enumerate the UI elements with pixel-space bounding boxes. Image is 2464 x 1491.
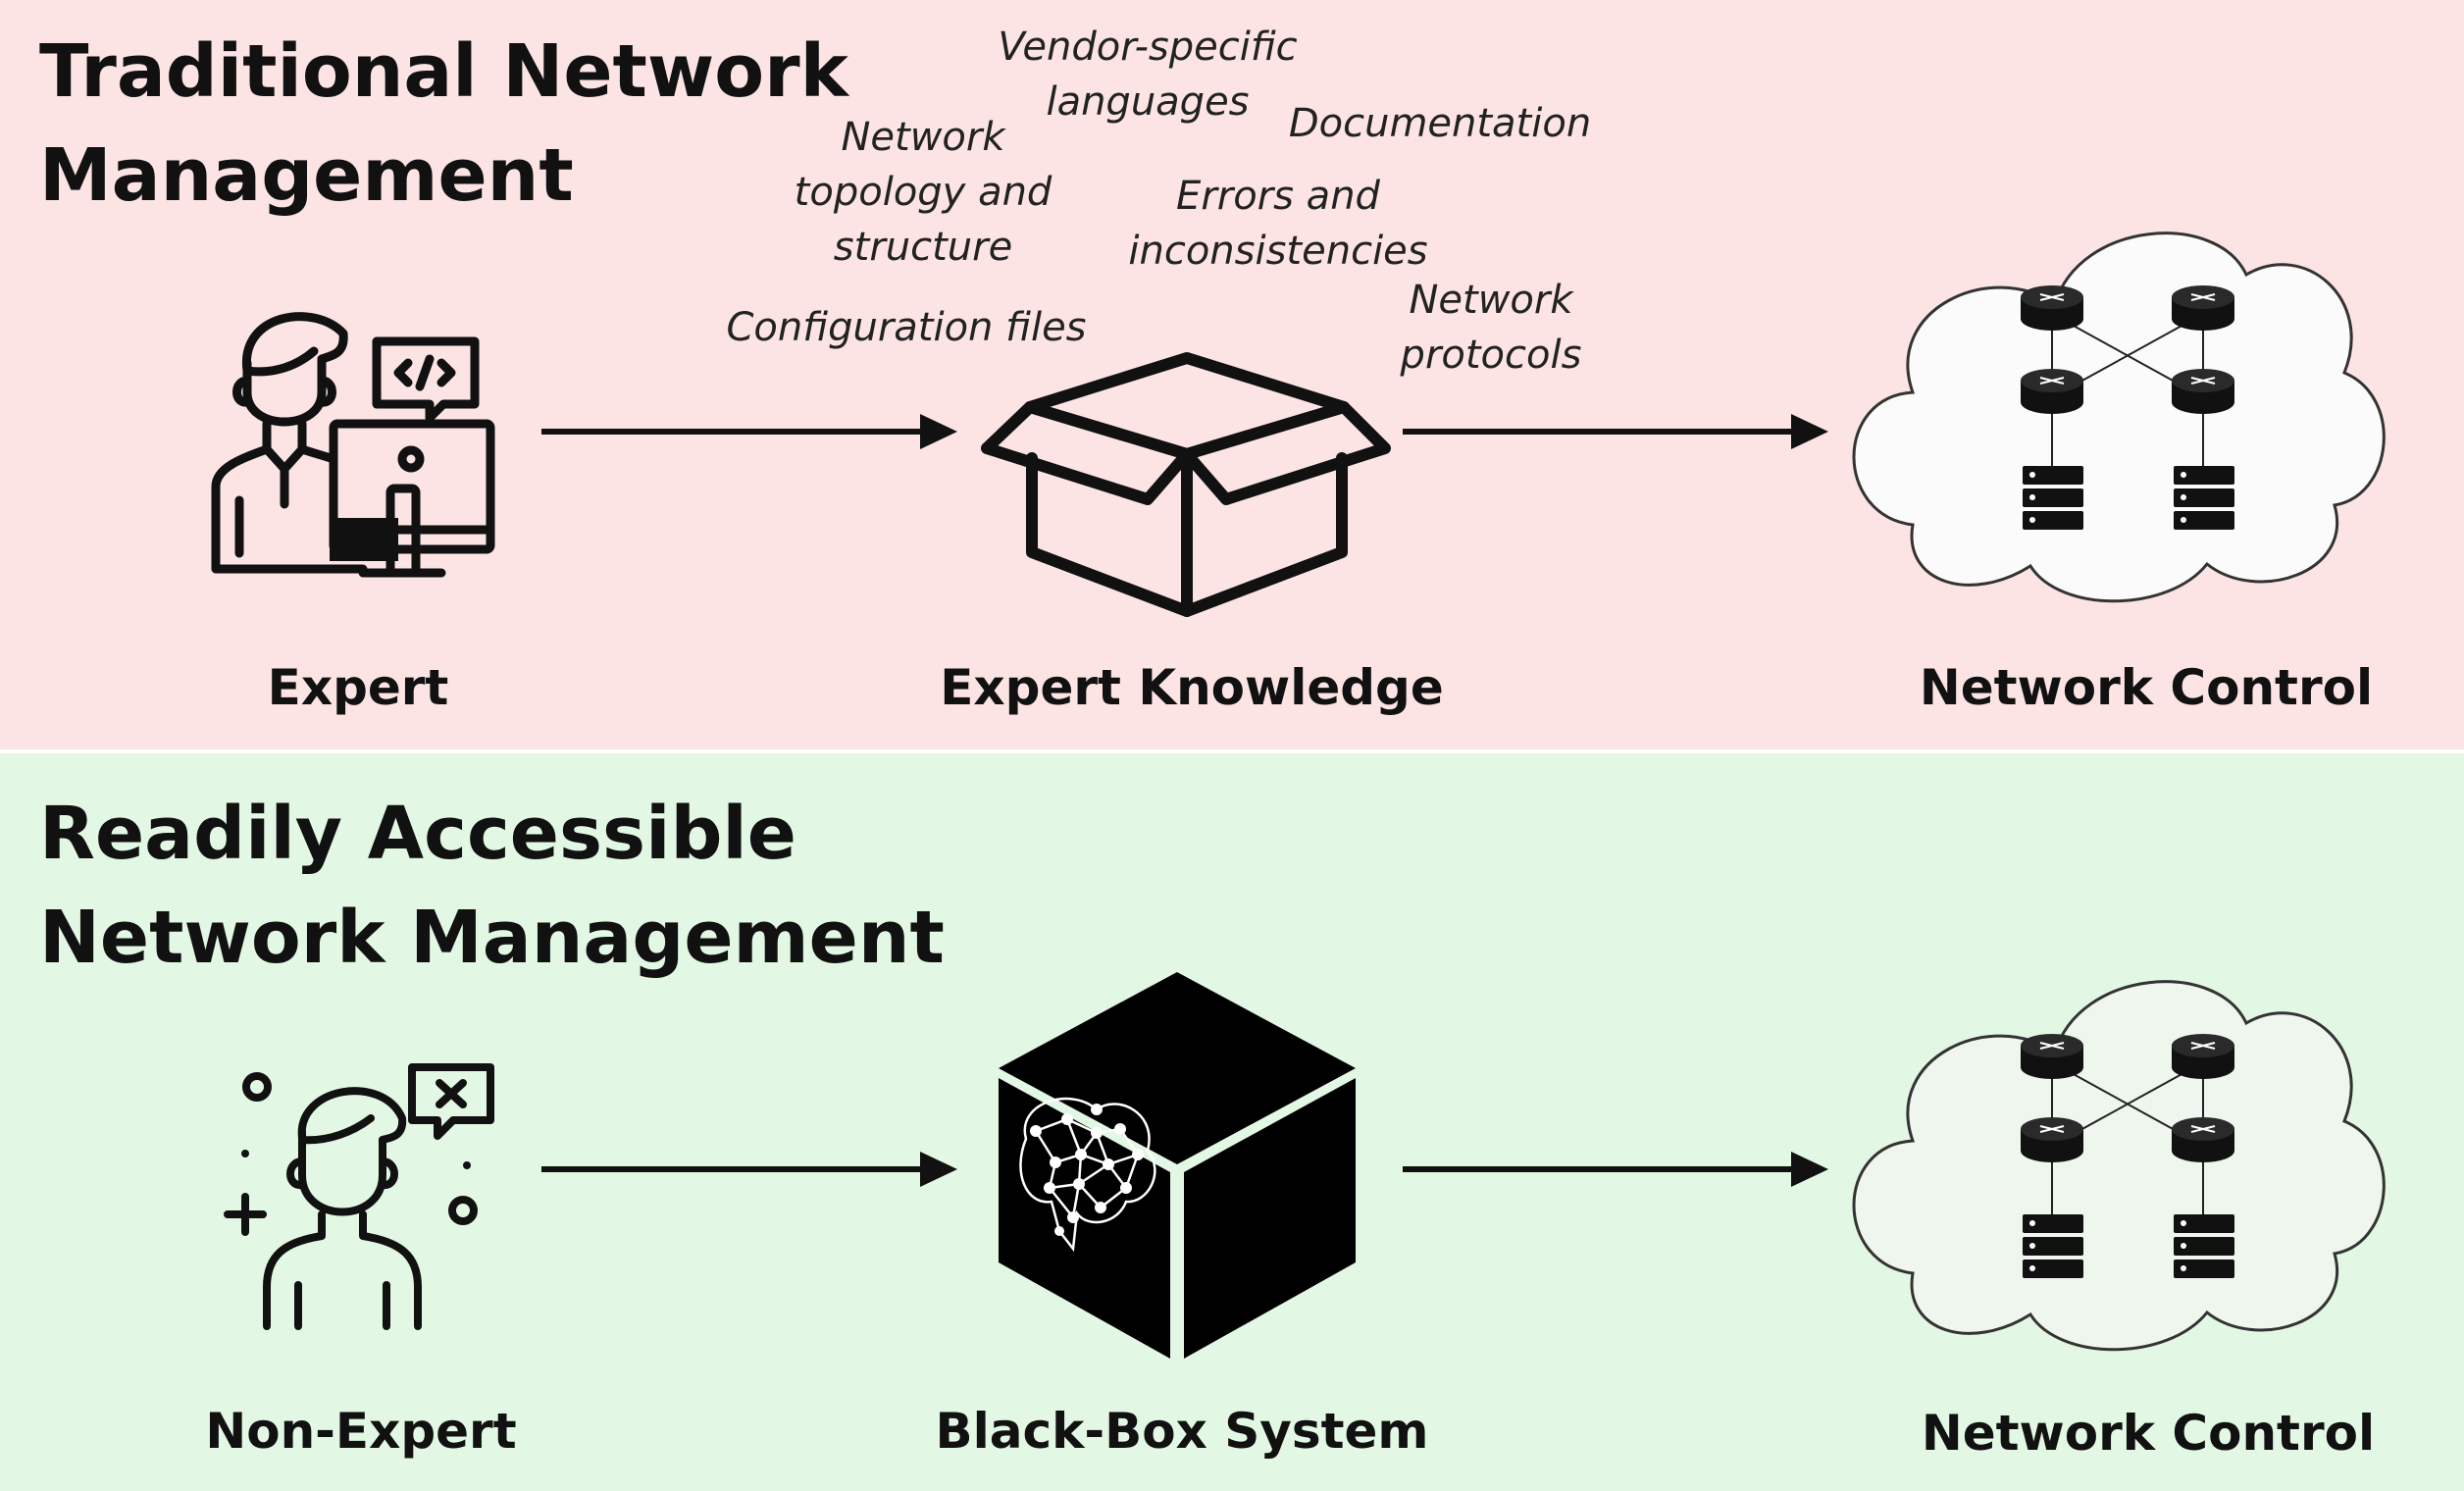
keyword-line: Network [841,115,1005,160]
nonexpert-caption: Non-Expert [205,1403,517,1460]
open-box-icon [981,352,1391,617]
arrow-to-knowledge [541,414,957,449]
black-box-brain-icon [999,972,1356,1359]
arrow-to-blackbox [541,1152,957,1187]
confused-person-icon [224,1063,494,1330]
expert-caption: Expert [267,659,449,716]
traditional-title: Traditional Network Management [39,20,848,228]
title-line: Readily Accessible [39,792,796,876]
blackbox-caption: Black-Box System [935,1403,1429,1460]
expert-at-computer-icon [211,312,495,578]
keyword-line: inconsistencies [1128,229,1428,274]
keyword-documentation: Documentation [1289,96,1591,151]
keyword-line: Configuration files [726,305,1087,350]
accessible-title: Readily Accessible Network Management [39,782,945,990]
keyword-line: topology and [794,170,1052,215]
network-control-caption: Network Control [1919,659,2374,716]
keyword-line: Vendor-specific [998,25,1298,70]
keyword-line: Network [1409,278,1573,323]
keyword-config-files: Configuration files [726,300,1086,355]
network-cloud-icon [1852,980,2386,1352]
keyword-errors: Errors and inconsistencies [1128,169,1427,279]
title-line: Traditional Network [39,29,848,114]
keyword-vendor-languages: Vendor-specific languages [998,20,1297,129]
keyword-protocols: Network protocols [1401,273,1582,383]
keyword-line: languages [1046,79,1250,125]
keyword-line: protocols [1400,333,1582,378]
title-line: Network Management [39,896,945,980]
keyword-line: Documentation [1288,101,1592,146]
knowledge-caption: Expert Knowledge [940,659,1444,716]
network-control-caption-bottom: Network Control [1921,1405,2376,1462]
arrow-to-network [1403,414,1828,449]
title-line: Management [39,133,574,218]
keyword-line: Errors and [1176,174,1380,219]
network-cloud-icon [1852,231,2386,603]
keyword-line: structure [833,225,1013,270]
keyword-topology: Network topology and structure [795,110,1052,275]
arrow-to-network-bottom [1403,1152,1828,1187]
